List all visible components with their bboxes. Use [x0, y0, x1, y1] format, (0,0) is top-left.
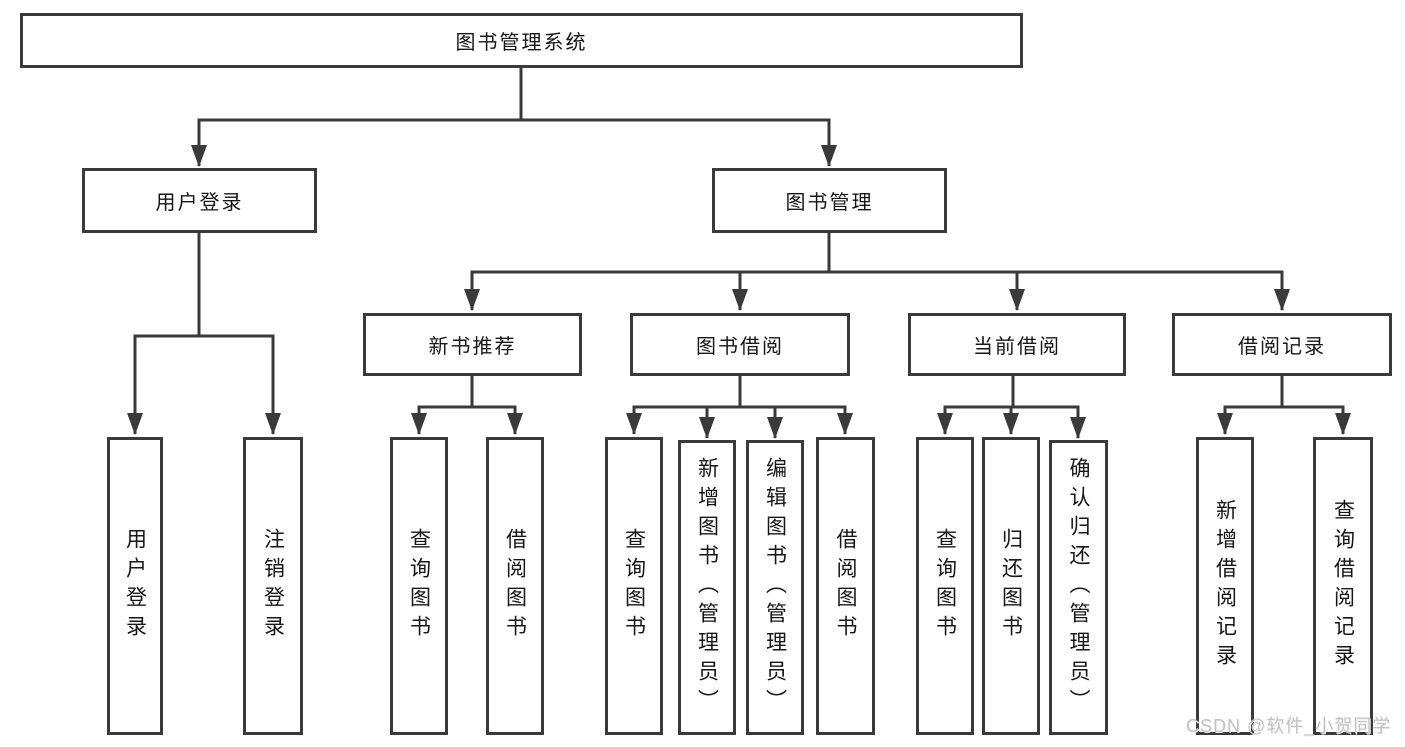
node-label: 查询借阅记录: [1331, 499, 1355, 673]
node-user-login: 用户登录: [82, 168, 317, 233]
node-new-book-recommend: 新书推荐: [363, 313, 582, 376]
node-label: 注销登录: [261, 528, 285, 644]
leaf-query-books: 查询图书: [390, 437, 448, 735]
leaf-add-borrow-record: 新增借阅记录: [1196, 437, 1254, 735]
leaf-query-borrow-record: 查询借阅记录: [1313, 437, 1373, 735]
node-label: 图书管理: [785, 192, 874, 214]
leaf-borrow-books: 借阅图书: [816, 437, 875, 735]
node-label: 查询图书: [933, 528, 957, 644]
node-label: 用户登录: [155, 192, 244, 214]
leaf-query-books: 查询图书: [605, 437, 663, 735]
node-borrow-records: 借阅记录: [1172, 313, 1392, 376]
node-label: 编辑图书（管理员）: [763, 457, 787, 718]
leaf-user-login: 用户登录: [107, 437, 163, 735]
node-book-management: 图书管理: [712, 168, 947, 233]
node-label: 查询图书: [622, 528, 646, 644]
node-label: 新增图书（管理员）: [695, 457, 719, 718]
node-label: 新增借阅记录: [1213, 499, 1237, 673]
leaf-borrow-books: 借阅图书: [486, 437, 544, 735]
node-label: 图书借阅: [696, 336, 784, 358]
node-book-borrow: 图书借阅: [630, 313, 850, 376]
leaf-return-books: 归还图书: [982, 437, 1040, 735]
leaf-add-books-admin: 新增图书（管理员）: [678, 440, 736, 735]
node-label: 借阅图书: [503, 528, 527, 644]
node-label: 查询图书: [407, 528, 431, 644]
leaf-logout: 注销登录: [243, 437, 303, 735]
node-label: 确认归还（管理员）: [1067, 457, 1091, 718]
leaf-confirm-return-admin: 确认归还（管理员）: [1049, 440, 1108, 735]
leaf-query-books: 查询图书: [916, 437, 974, 735]
node-label: 借阅记录: [1238, 336, 1326, 358]
node-label: 用户登录: [123, 528, 147, 644]
node-label: 当前借阅: [973, 336, 1061, 358]
node-label: 归还图书: [999, 528, 1023, 644]
node-current-borrow: 当前借阅: [908, 313, 1126, 376]
node-library-management-system: 图书管理系统: [20, 13, 1023, 68]
csdn-watermark: CSDN @软件_小贺同学: [1186, 716, 1392, 736]
node-label: 新书推荐: [428, 336, 517, 358]
node-label: 图书管理系统: [455, 32, 588, 54]
node-label: 借阅图书: [834, 528, 858, 644]
leaf-edit-books-admin: 编辑图书（管理员）: [746, 440, 804, 735]
